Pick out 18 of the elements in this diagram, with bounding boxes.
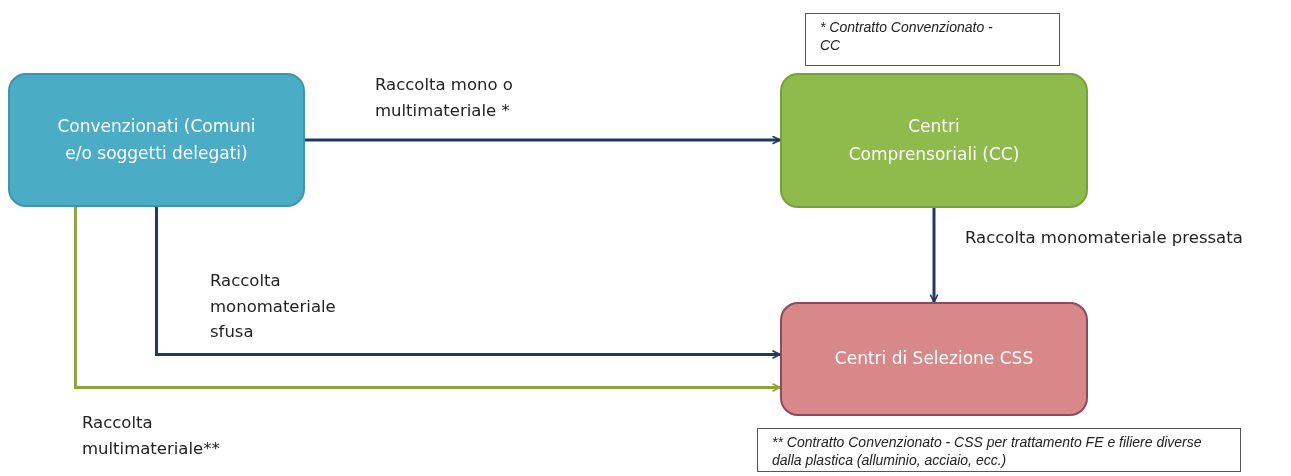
box-label: Centri Comprensoriali (CC) — [847, 115, 1021, 166]
arrow — [73, 207, 781, 393]
box-label: Centri di Selezione CSS — [834, 347, 1034, 371]
process-box — [780, 73, 1088, 208]
note-box — [757, 428, 1241, 472]
box-label: Convenzionati (Comuni e/o soggetti delegati) — [56, 114, 257, 165]
arrow — [305, 135, 781, 145]
edge-label: Raccolta monomateriale pressata — [965, 227, 1244, 249]
edge-label: Raccolta multimateriale** — [82, 412, 221, 460]
process-box — [780, 302, 1088, 416]
process-box — [8, 73, 305, 207]
arrow — [929, 208, 939, 303]
edge-label: Raccolta monomateriale sfusa — [210, 270, 337, 344]
note-box — [805, 13, 1060, 66]
note-text: * Contratto Convenzionato - CC — [820, 18, 994, 55]
note-text: ** Contratto Convenzionato - CSS per trattamento FE e filiere diverse dalla plastica (alluminio, acciaio, ecc.) — [772, 433, 1203, 470]
edge-label: Raccolta mono o multimateriale * — [375, 74, 514, 122]
arrow — [155, 207, 781, 359]
